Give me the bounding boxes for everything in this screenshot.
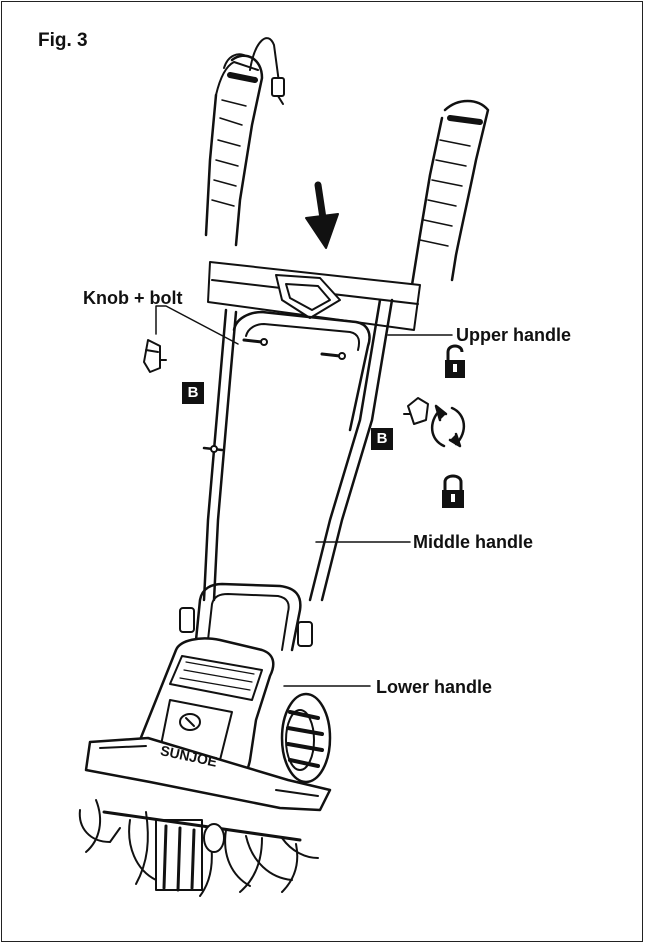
leader-knob-bolt — [155, 305, 239, 345]
badge-b-right: B — [371, 428, 393, 450]
upper-crossbar — [207, 261, 421, 331]
figure-title: Fig. 3 — [38, 30, 88, 51]
unlocked-padlock-icon — [445, 344, 465, 378]
lower-handle-label: Lower handle — [376, 677, 493, 697]
tine-shield — [84, 736, 332, 812]
lower-handle-frame — [179, 582, 313, 652]
knob-bolt-label: Knob + bolt — [83, 288, 183, 308]
bolt-left — [242, 338, 268, 346]
knob-right — [403, 397, 429, 425]
middle-handle-frame — [202, 298, 394, 602]
power-cord — [249, 37, 285, 105]
down-arrow-icon — [305, 181, 339, 249]
tines — [78, 799, 319, 897]
badge-b-left: B — [182, 382, 204, 404]
knob-left — [143, 339, 167, 373]
rotate-arrows-icon — [431, 404, 465, 448]
small-bolt — [202, 445, 224, 453]
wheel — [280, 692, 332, 784]
middle-handle-label: Middle handle — [413, 532, 534, 552]
locked-padlock-icon — [442, 474, 464, 508]
upper-handle-label: Upper handle — [456, 325, 572, 345]
left-grip — [204, 53, 264, 247]
right-grip — [410, 99, 490, 287]
bolt-right — [320, 352, 346, 360]
